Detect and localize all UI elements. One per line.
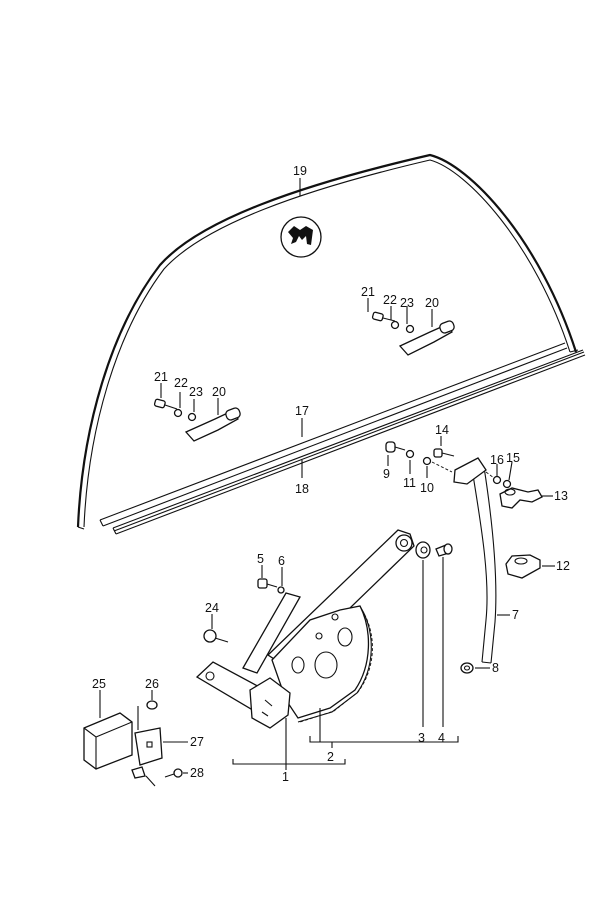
callout-19: 19 xyxy=(293,164,307,178)
callout-10: 10 xyxy=(420,481,434,495)
callout-22a: 22 xyxy=(383,293,397,307)
window-regulator[interactable] xyxy=(195,529,415,729)
nut-10[interactable] xyxy=(422,456,432,466)
callout-4: 4 xyxy=(438,731,445,745)
washer-11[interactable] xyxy=(405,449,415,459)
callout-2: 2 xyxy=(327,750,334,764)
screw-28[interactable] xyxy=(145,768,183,787)
callout-6: 6 xyxy=(278,554,285,568)
logo-badge-icon xyxy=(280,216,322,258)
callout-28: 28 xyxy=(190,766,204,780)
guide-rail[interactable] xyxy=(453,457,497,664)
callout-11: 11 xyxy=(403,476,416,490)
callout-25: 25 xyxy=(92,677,106,691)
pin[interactable] xyxy=(435,543,453,557)
screw-24[interactable] xyxy=(203,629,229,643)
washer-6[interactable] xyxy=(277,586,285,594)
callout-8: 8 xyxy=(492,661,499,675)
assembly-line-2 xyxy=(485,471,495,479)
nut[interactable] xyxy=(460,662,474,674)
callout-14: 14 xyxy=(435,423,449,437)
window-glass[interactable] xyxy=(76,153,579,530)
glass-holder-upper[interactable] xyxy=(371,311,455,356)
callout-23a: 23 xyxy=(400,296,414,310)
callout-1: 1 xyxy=(282,770,289,784)
bracket-12[interactable] xyxy=(505,554,541,579)
callout-5: 5 xyxy=(257,552,264,566)
assembly-line xyxy=(431,461,453,473)
callout-20b: 20 xyxy=(212,385,226,399)
callout-21a: 21 xyxy=(361,285,375,299)
callout-17: 17 xyxy=(295,404,309,418)
callout-27: 27 xyxy=(190,735,204,749)
screw-14[interactable] xyxy=(433,448,455,458)
callout-15: 15 xyxy=(506,451,520,465)
callout-21b: 21 xyxy=(154,370,168,384)
callout-23b: 23 xyxy=(189,385,203,399)
glass-holder-lower[interactable] xyxy=(153,398,241,442)
grommet[interactable] xyxy=(146,700,158,710)
callout-13: 13 xyxy=(554,489,568,503)
bracket-group-2 xyxy=(309,736,459,743)
bracket-group-1 xyxy=(232,759,346,765)
callout-12: 12 xyxy=(556,559,570,573)
callout-18: 18 xyxy=(295,482,309,496)
callout-26: 26 xyxy=(145,677,159,691)
bolt-5[interactable] xyxy=(257,578,278,589)
weatherstrip-outer[interactable] xyxy=(112,349,586,535)
roller[interactable] xyxy=(415,541,431,559)
washer-15[interactable] xyxy=(502,479,512,489)
callout-16: 16 xyxy=(490,453,504,467)
callout-22b: 22 xyxy=(174,376,188,390)
control-unit[interactable] xyxy=(83,712,133,770)
mounting-bracket[interactable] xyxy=(131,706,163,779)
callout-7: 7 xyxy=(512,608,519,622)
callout-9: 9 xyxy=(383,467,390,481)
callout-3: 3 xyxy=(418,731,425,745)
callout-24: 24 xyxy=(205,601,219,615)
weatherstrip-inner[interactable] xyxy=(99,342,568,527)
leader-15 xyxy=(508,461,513,481)
bolt-9[interactable] xyxy=(385,441,406,453)
callout-20a: 20 xyxy=(425,296,439,310)
nut-16[interactable] xyxy=(492,475,502,485)
bracket-13[interactable] xyxy=(499,487,543,509)
